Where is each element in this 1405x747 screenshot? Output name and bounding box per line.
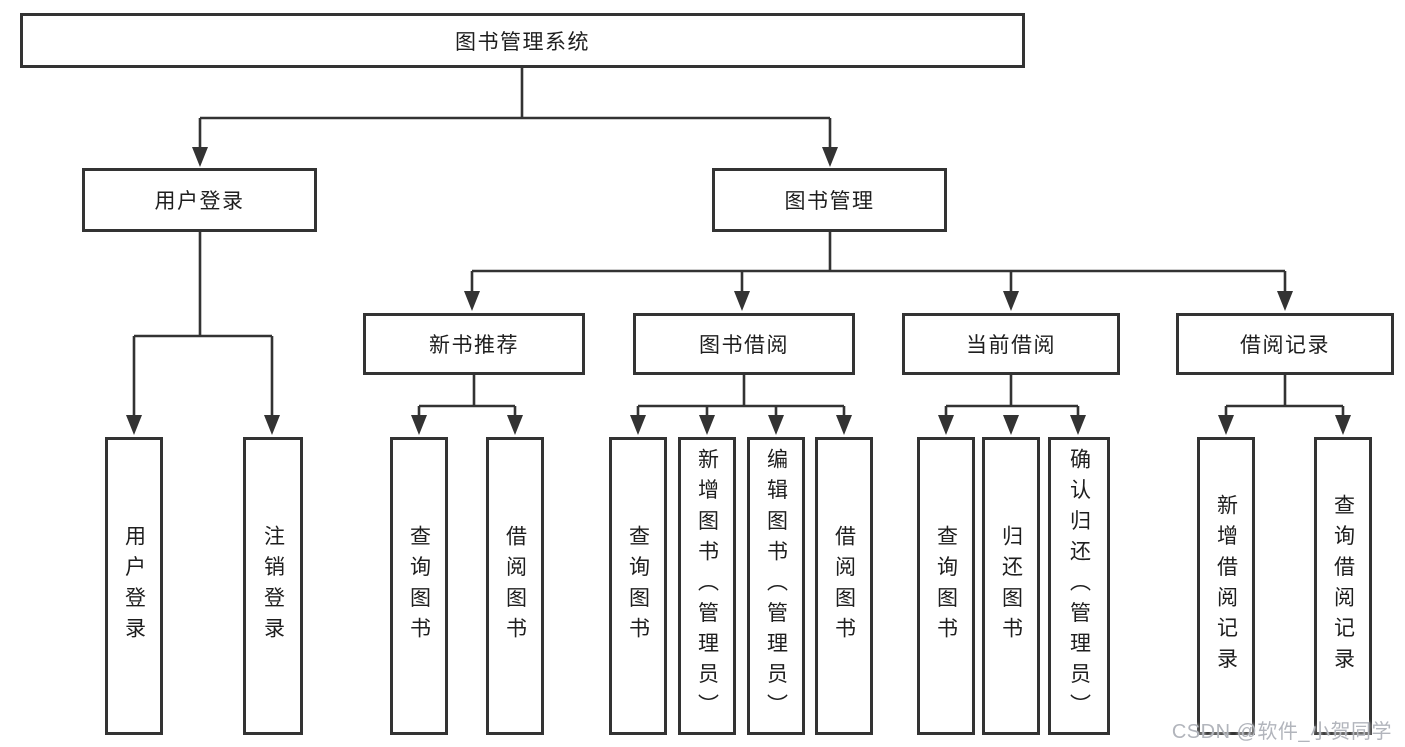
arrow-down-icon xyxy=(507,415,523,435)
node-label: 图书管理 xyxy=(784,190,875,213)
node-label: 当前借阅 xyxy=(966,334,1056,357)
arrow-down-icon xyxy=(938,415,954,435)
node-borrowing-records: 借阅记录 xyxy=(1176,313,1394,375)
arrow-down-icon xyxy=(1277,291,1293,311)
arrow-down-icon xyxy=(1070,415,1086,435)
arrow-down-icon xyxy=(836,415,852,435)
leaf-query-books-recommend: 查询图书 xyxy=(390,437,448,735)
node-library-system: 图书管理系统 xyxy=(20,13,1025,68)
tree-edges xyxy=(132,68,1345,417)
node-label: 查询图书 xyxy=(626,524,650,648)
leaf-borrow-books: 借阅图书 xyxy=(815,437,873,735)
arrow-down-icon xyxy=(411,415,427,435)
node-new-book-recommendation: 新书推荐 xyxy=(363,313,585,375)
leaf-edit-book-admin: 编辑图书（管理员） xyxy=(747,437,805,735)
arrow-down-icon xyxy=(1218,415,1234,435)
node-label: 用户登录 xyxy=(154,190,245,213)
leaf-query-borrow-record: 查询借阅记录 xyxy=(1314,437,1372,735)
leaf-query-books-current: 查询图书 xyxy=(917,437,975,735)
arrow-down-icon xyxy=(464,291,480,311)
node-label: 新书推荐 xyxy=(429,334,519,357)
node-label: 新增借阅记录 xyxy=(1214,494,1238,678)
arrow-down-icon xyxy=(822,147,838,167)
leaf-user-login: 用户登录 xyxy=(105,437,163,735)
node-label: 借阅图书 xyxy=(503,524,527,648)
node-label: 新增图书（管理员） xyxy=(695,448,719,724)
node-label: 归还图书 xyxy=(999,524,1023,648)
node-label: 注销登录 xyxy=(261,524,285,648)
arrow-down-icon xyxy=(734,291,750,311)
node-label: 借阅记录 xyxy=(1240,334,1330,357)
node-label: 查询图书 xyxy=(934,524,958,648)
node-label: 用户登录 xyxy=(122,524,146,648)
node-current-borrowing: 当前借阅 xyxy=(902,313,1120,375)
arrow-down-icon xyxy=(699,415,715,435)
arrow-down-icon xyxy=(192,147,208,167)
leaf-add-book-admin: 新增图书（管理员） xyxy=(678,437,736,735)
arrow-down-icon xyxy=(768,415,784,435)
csdn-watermark: CSDN @软件_小贺同学 xyxy=(1171,721,1392,743)
leaf-query-books-borrowing: 查询图书 xyxy=(609,437,667,735)
node-book-borrowing: 图书借阅 xyxy=(633,313,855,375)
leaf-logout: 注销登录 xyxy=(243,437,303,735)
arrowhead-icons xyxy=(126,147,1351,435)
arrow-down-icon xyxy=(264,415,280,435)
node-label: 图书管理系统 xyxy=(455,30,590,54)
node-label: 编辑图书（管理员） xyxy=(764,448,788,724)
leaf-borrow-books-recommend: 借阅图书 xyxy=(486,437,544,735)
arrow-down-icon xyxy=(126,415,142,435)
arrow-down-icon xyxy=(1335,415,1351,435)
node-user-login: 用户登录 xyxy=(82,168,317,232)
arrow-down-icon xyxy=(630,415,646,435)
node-book-management: 图书管理 xyxy=(712,168,947,232)
node-label: 查询借阅记录 xyxy=(1331,494,1355,678)
node-label: 查询图书 xyxy=(407,524,431,648)
node-label: 借阅图书 xyxy=(832,524,856,648)
arrow-down-icon xyxy=(1003,291,1019,311)
leaf-return-books: 归还图书 xyxy=(982,437,1040,735)
leaf-confirm-return-admin: 确认归还（管理员） xyxy=(1048,437,1110,735)
node-label: 确认归还（管理员） xyxy=(1067,448,1091,724)
leaf-add-borrow-record: 新增借阅记录 xyxy=(1197,437,1255,735)
arrow-down-icon xyxy=(1003,415,1019,435)
node-label: 图书借阅 xyxy=(699,334,789,357)
